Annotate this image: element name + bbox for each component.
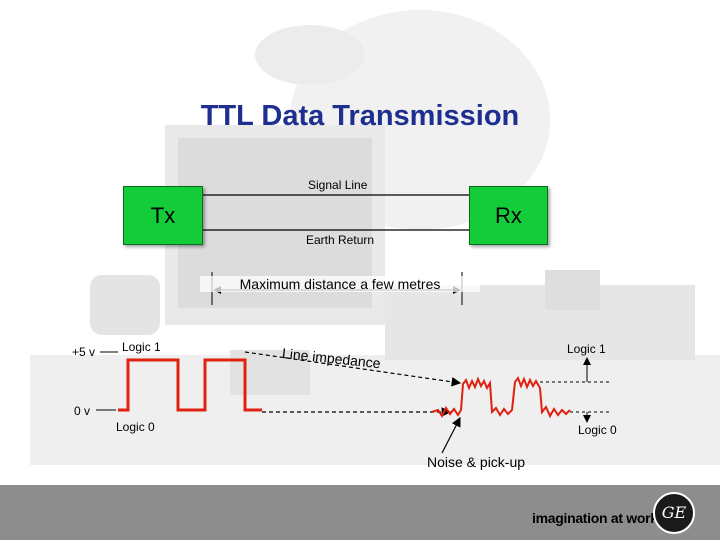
earth-return-label: Earth Return xyxy=(306,233,375,247)
footer-tagline: imagination at work xyxy=(532,510,658,526)
logic0-right-label: Logic 0 xyxy=(578,423,617,437)
distance-label: Maximum distance a few metres xyxy=(200,276,480,292)
clean-waveform xyxy=(118,358,262,412)
transmitter-box: Tx xyxy=(123,186,203,245)
logic1-right-label: Logic 1 xyxy=(567,342,606,356)
logic1-left-label: Logic 1 xyxy=(122,340,161,354)
logic0-left-label: Logic 0 xyxy=(116,420,155,434)
noise-pointer xyxy=(441,416,461,454)
slide-title: TTL Data Transmission xyxy=(200,100,520,132)
logic1-dashed-line xyxy=(244,351,462,387)
ge-logo: GE xyxy=(653,492,695,534)
noisy-waveform xyxy=(431,375,571,419)
voltage-high-label: +5 v xyxy=(72,345,96,359)
voltage-low-label: 0 v xyxy=(74,404,91,418)
footer-bar xyxy=(0,485,720,540)
signal-line-label: Signal Line xyxy=(308,178,368,192)
receiver-box: Rx xyxy=(469,186,548,245)
ge-logo-text: GE xyxy=(661,503,687,522)
noise-label: Noise & pick-up xyxy=(427,454,526,470)
